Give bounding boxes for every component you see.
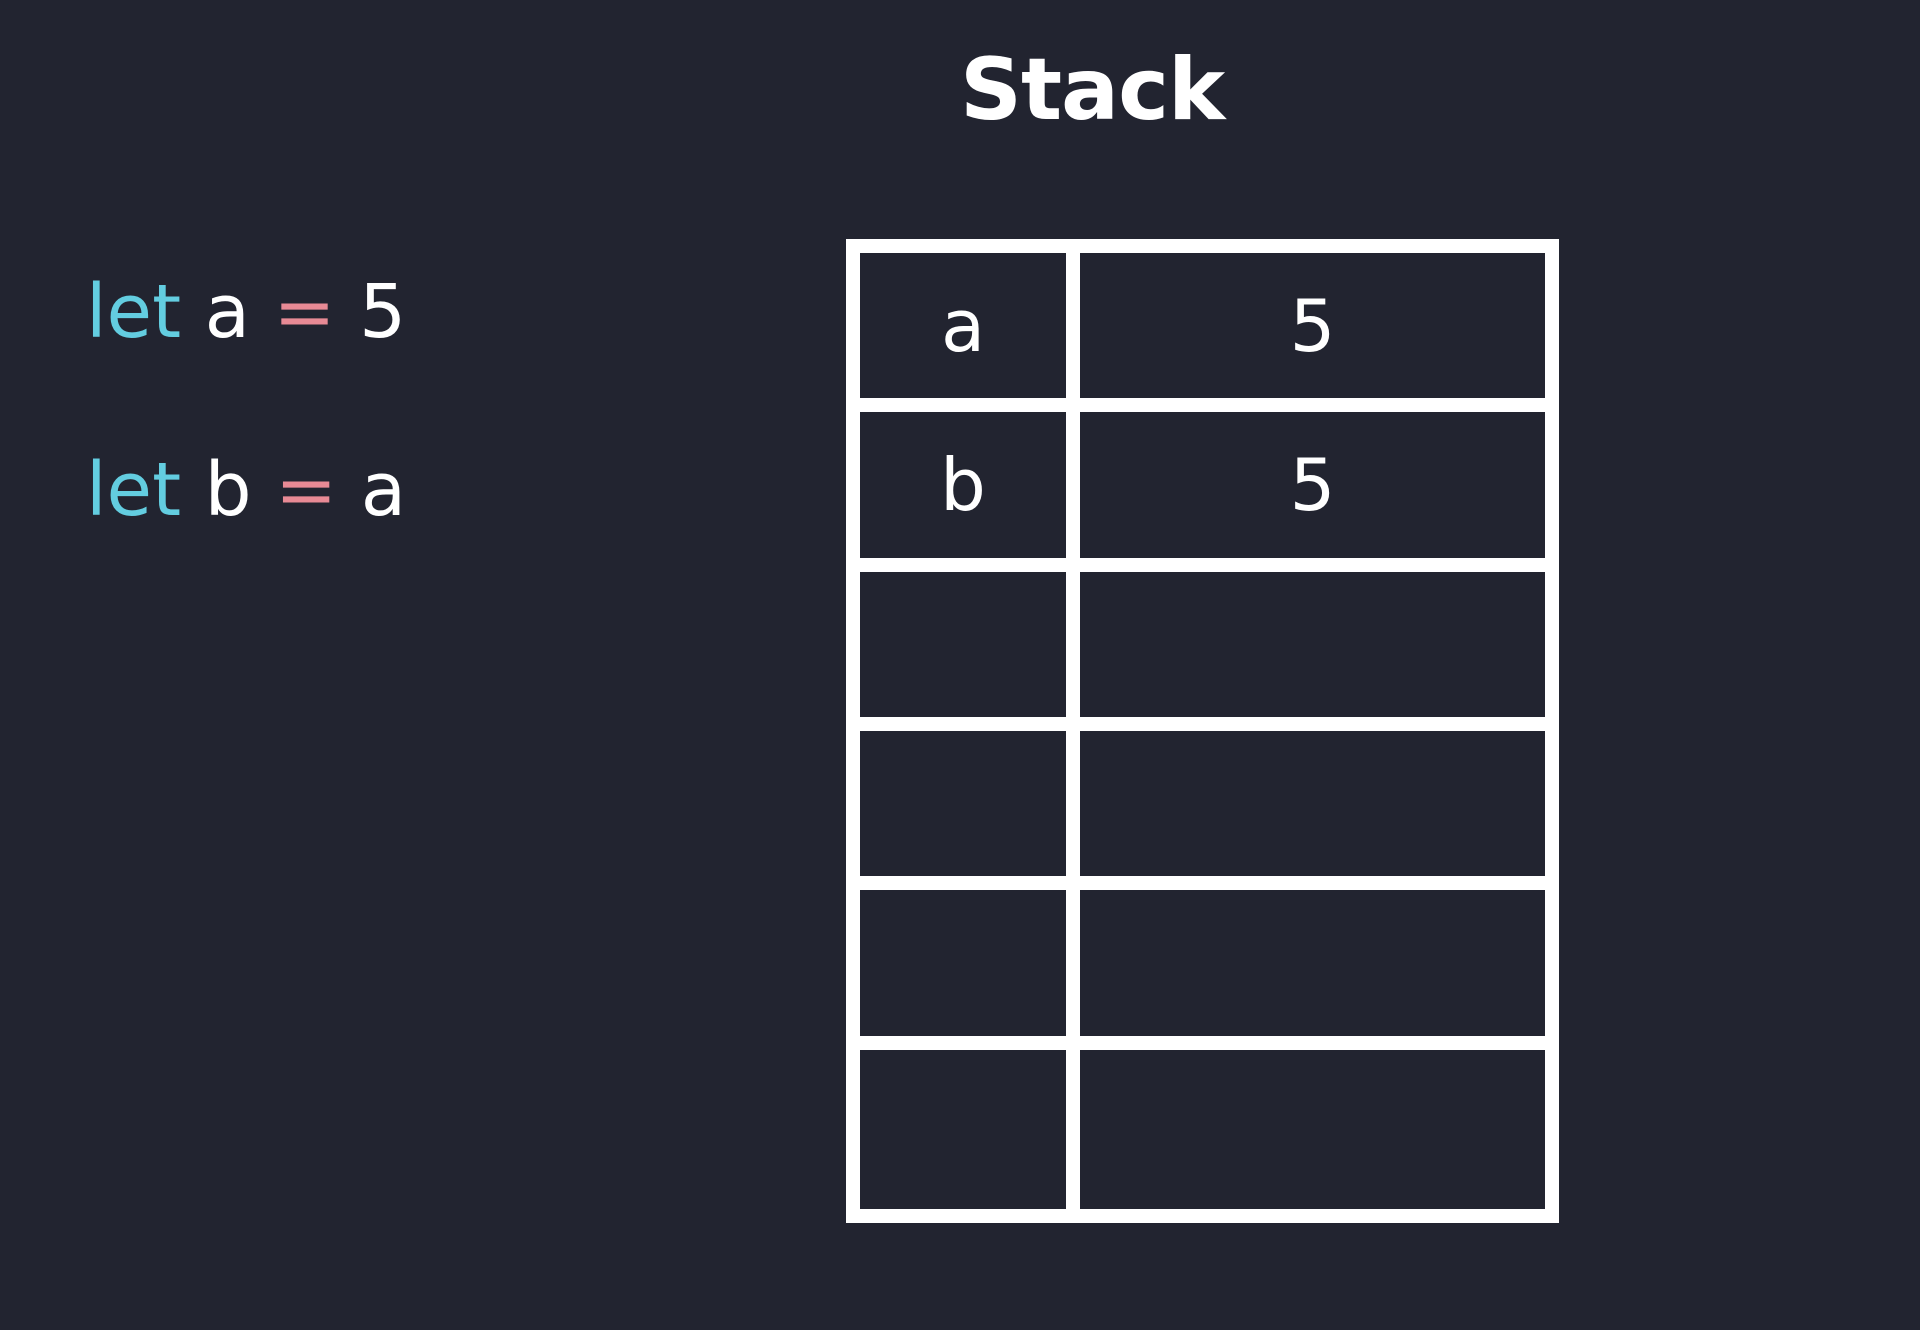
stack-title: Stack — [960, 40, 1225, 140]
let-keyword: let — [86, 269, 182, 355]
stack-value-cell — [1080, 731, 1545, 891]
identifier-b: b — [204, 447, 252, 533]
stack-name-cell — [860, 890, 1080, 1050]
value-5: 5 — [359, 269, 407, 355]
value-a: a — [360, 447, 407, 533]
stack-value-cell — [1080, 890, 1545, 1050]
stack-name-cell: a — [860, 253, 1080, 413]
identifier-a: a — [204, 269, 250, 355]
code-line-let-b: let b = a — [86, 450, 406, 530]
stack-name-cell — [860, 1049, 1080, 1209]
stack-name-cell: b — [860, 412, 1080, 572]
let-keyword: let — [86, 447, 182, 533]
stack-value-cell: 5 — [1080, 253, 1545, 413]
assign-operator: = — [275, 447, 338, 533]
stack-value-cell — [1080, 572, 1545, 731]
stack-value-cell: 5 — [1080, 412, 1545, 572]
stack-name-cell — [860, 730, 1080, 891]
assign-operator: = — [273, 269, 336, 355]
stack-value-cell — [1080, 1050, 1545, 1209]
stack-name-cell — [860, 571, 1080, 731]
code-line-let-a: let a = 5 — [86, 272, 406, 352]
stack-table: a 5 b 5 — [846, 239, 1559, 1223]
